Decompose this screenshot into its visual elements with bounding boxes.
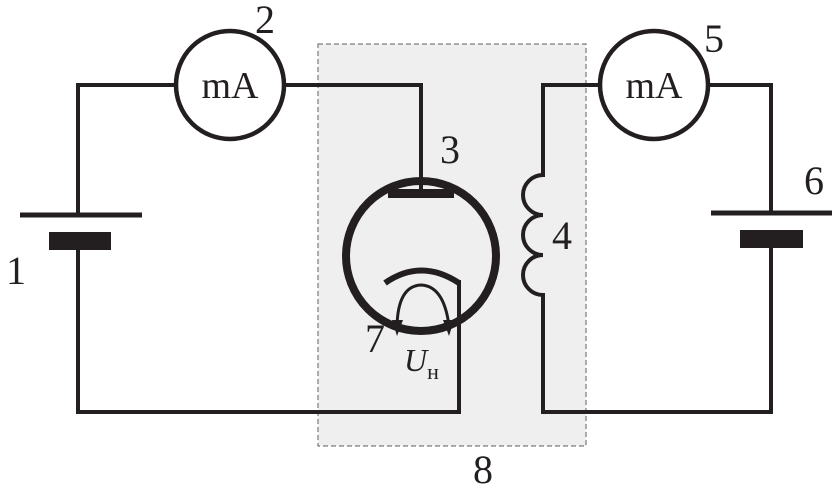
- battery-right-short-plate: [740, 230, 803, 248]
- tube-cathode: [383, 267, 461, 286]
- ammeter-left: [173, 28, 287, 142]
- tube-anode: [388, 189, 454, 198]
- wire-to-anode: [282, 83, 423, 195]
- arrowhead-right: [443, 320, 454, 336]
- ammeter-left-unit: mA: [202, 65, 260, 107]
- wire-coil-top: [541, 83, 602, 177]
- vacuum-tube: [342, 177, 500, 335]
- filament-voltage-subscript: н: [427, 359, 439, 384]
- label-filament-voltage: Uн: [404, 342, 439, 384]
- label-tube: 3: [440, 127, 460, 172]
- wire-right-top: [706, 83, 773, 214]
- enclosure-box: [317, 43, 587, 447]
- wire-coil-bottom: [541, 246, 773, 414]
- label-coil: 4: [552, 213, 572, 258]
- label-filament: 7: [365, 316, 385, 361]
- ammeter-right: [597, 28, 711, 142]
- wire-left-top: [76, 83, 178, 216]
- coil-inductor: [521, 172, 546, 298]
- wire-left-bottom: [76, 248, 461, 414]
- battery-left-short-plate: [49, 232, 111, 250]
- label-ammeter-right: 5: [704, 16, 724, 61]
- ammeter-right-unit: mA: [626, 65, 684, 107]
- label-battery-right: 6: [804, 158, 824, 203]
- label-ammeter-left: 2: [255, 0, 275, 42]
- label-battery-left: 1: [6, 248, 26, 293]
- arrowhead-left: [392, 320, 403, 336]
- filament-voltage-arrow: [395, 283, 451, 327]
- label-enclosure: 8: [473, 447, 493, 487]
